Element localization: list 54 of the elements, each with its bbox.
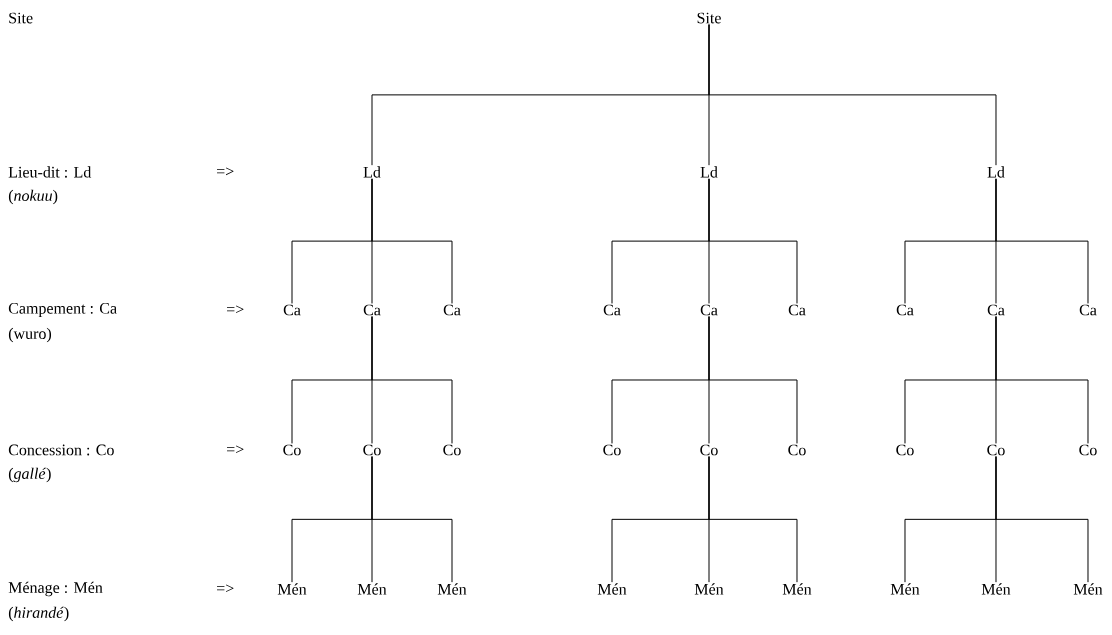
- tree-label: Ca: [443, 304, 461, 316]
- tree-line: [371, 316, 453, 444]
- tree-line: [995, 178, 1089, 304]
- tree-line: [708, 316, 798, 444]
- tree-line: [708, 24, 997, 166]
- tree-label: Co: [1079, 444, 1097, 456]
- row-label: Campement : Ca: [8, 303, 117, 317]
- tree-label: Mén: [890, 583, 920, 595]
- tree-label: Co: [363, 444, 381, 456]
- tree-label: Ld: [363, 166, 381, 178]
- row-label: Concession : Co: [8, 444, 114, 456]
- tree-label: Co: [700, 444, 718, 456]
- row-label: (wuro): [8, 327, 52, 343]
- tree-label: Ca: [283, 304, 301, 316]
- row-label: Ménage : Mén: [8, 581, 103, 597]
- tree-label: Ca: [987, 304, 1005, 316]
- row-label: Lieu-dit : Ld: [8, 166, 92, 178]
- tree-label: Mén: [357, 583, 387, 595]
- tree-label: Co: [788, 444, 806, 456]
- row-label: =>: [217, 584, 234, 593]
- tree-label: Mén: [694, 583, 724, 595]
- tree-label: Mén: [277, 583, 307, 595]
- tree-label: Mén: [437, 583, 467, 595]
- row-label: (hirandé): [8, 606, 69, 622]
- row-label: =>: [217, 167, 234, 176]
- tree-label: Ld: [987, 166, 1005, 178]
- tree-label: Co: [443, 444, 461, 456]
- tree-line: [708, 456, 798, 583]
- row-label: =>: [227, 305, 244, 314]
- tree-line: [995, 456, 1089, 583]
- tree-label: Ld: [700, 166, 718, 178]
- tree-label: Co: [896, 444, 914, 456]
- row-label: Site: [9, 12, 33, 24]
- tree-label: Mén: [782, 583, 812, 595]
- tree-label: Ca: [788, 304, 806, 316]
- tree-line: [371, 456, 453, 583]
- tree-label: Ca: [1079, 304, 1097, 316]
- tree-label: Mén: [981, 583, 1011, 595]
- tree-label: Ca: [896, 304, 914, 316]
- tree-label: Site: [697, 12, 721, 24]
- tree-label: Co: [987, 444, 1005, 456]
- tree-label: Ca: [363, 304, 381, 316]
- tree-label: Mén: [597, 583, 627, 595]
- tree-line: [708, 178, 798, 304]
- tree-label: Co: [603, 444, 621, 456]
- tree-line: [371, 178, 453, 304]
- tree-line: [995, 316, 1089, 444]
- row-label: =>: [227, 445, 244, 454]
- tree-label: Co: [283, 444, 301, 456]
- row-label: (gallé): [8, 467, 51, 483]
- row-label: (nokuu): [8, 189, 58, 205]
- tree-label: Ca: [700, 304, 718, 316]
- tree-label: Mén: [1073, 583, 1103, 595]
- tree-label: Ca: [603, 304, 621, 316]
